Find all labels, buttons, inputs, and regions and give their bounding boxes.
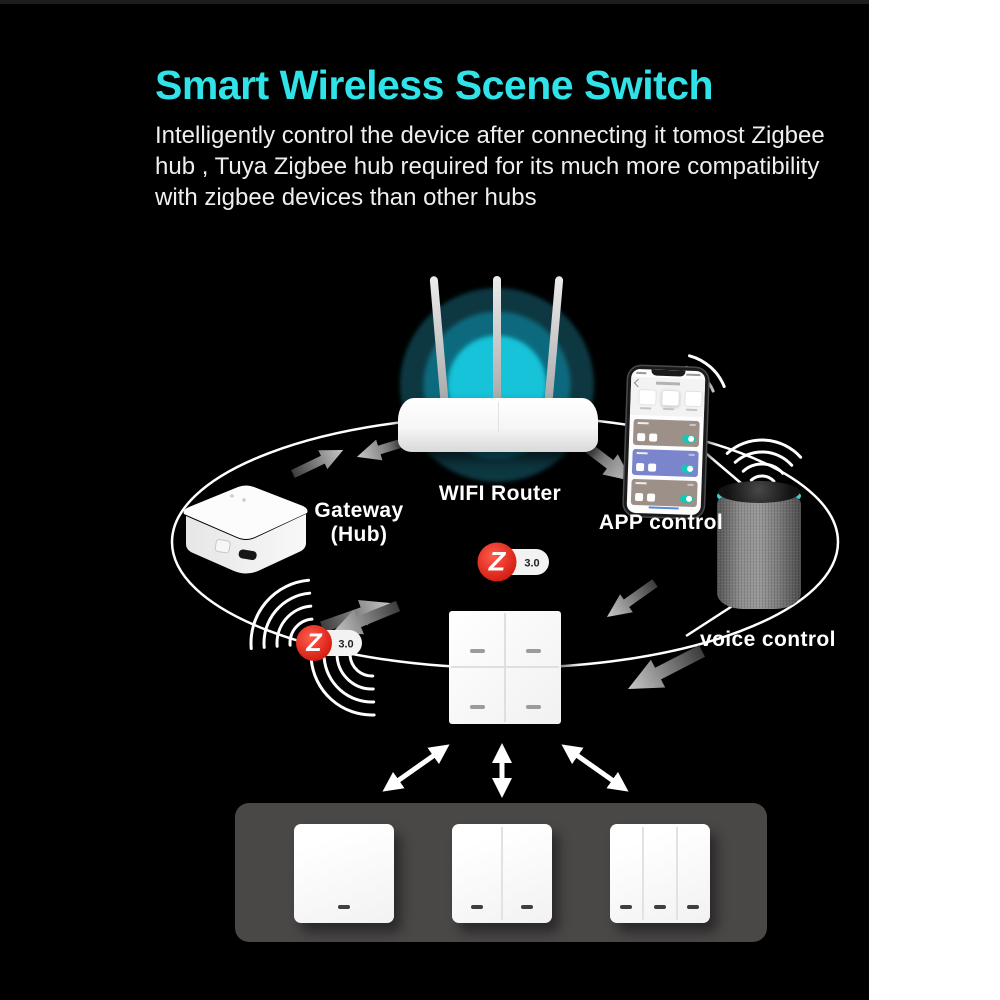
scene-card [631, 448, 699, 478]
zigbee-version-text: 3.0 [524, 558, 539, 570]
switch-button-indicator [654, 905, 666, 909]
app-control-label: APP control [598, 511, 724, 534]
gateway-reset-button [214, 539, 231, 554]
switch-button-indicator [521, 905, 533, 909]
wall-switch-3gang [610, 824, 710, 923]
switch-divider [642, 827, 644, 920]
gateway-hub-device [183, 485, 308, 574]
phone-statusbar-time [636, 371, 647, 375]
switch-divider [501, 827, 503, 920]
voice-speaker-device [716, 477, 802, 611]
wall-switch-panel [235, 803, 767, 942]
zigbee-badge-center: 3.0 Z [477, 542, 549, 582]
device-icon-caption [640, 407, 652, 410]
switch-divider [676, 827, 678, 920]
gateway-label-line1: Gateway [314, 499, 404, 522]
gateway-label: Gateway (Hub) [299, 499, 419, 547]
wifi-router-device [398, 270, 598, 456]
toggle-switch [679, 494, 694, 503]
description-line: with zigbee devices than other hubs [155, 184, 537, 211]
switch-button-indicator [526, 705, 541, 709]
phone-scene-cards [627, 418, 704, 512]
scene-card [632, 418, 700, 448]
switch-button-indicator [338, 905, 350, 909]
device-icon-tile [684, 390, 703, 408]
description-line: hub , Tuya Zigbee hub required for its m… [155, 153, 820, 180]
phone-app-header [629, 376, 706, 418]
toggle-switch [680, 464, 695, 473]
white-side-margin [869, 0, 1000, 1000]
phone-screen [626, 368, 706, 516]
zigbee-badge-gateway: 3.0 Z [296, 625, 362, 661]
phone-notch [651, 369, 686, 377]
zigbee-z-icon: Z [305, 629, 323, 657]
wall-switch-2gang [452, 824, 552, 923]
device-icon-tile [638, 389, 657, 406]
toggle-switch [681, 434, 696, 444]
speaker-top-cap [718, 481, 800, 503]
speaker-label-link [685, 601, 738, 638]
page-title: Smart Wireless Scene Switch [155, 62, 714, 108]
switch-divider [451, 666, 559, 668]
top-edge-strip [0, 0, 869, 4]
device-icon-caption [663, 407, 675, 411]
zigbee-version-text: 3.0 [338, 639, 353, 651]
gateway-usb-port [238, 549, 257, 561]
device-icon-caption [686, 408, 698, 412]
back-chevron-icon [633, 378, 643, 388]
gateway-label-line2: (Hub) [330, 523, 388, 546]
router-label: WIFI Router [438, 482, 562, 505]
page-description: Intelligently control the device after c… [155, 120, 825, 213]
description-line: Intelligently control the device after c… [155, 122, 825, 149]
smartphone-device [623, 365, 709, 519]
phone-statusbar-icons [686, 373, 701, 377]
router-body [398, 398, 598, 452]
gateway-led-dot [242, 498, 246, 502]
switch-button-indicator [526, 649, 541, 653]
phone-app-title-bar [655, 381, 681, 386]
speaker-body [717, 496, 801, 609]
switch-button-indicator [470, 649, 485, 653]
zigbee-z-icon: Z [488, 547, 507, 577]
switch-button-indicator [687, 905, 699, 909]
switch-button-indicator [470, 705, 485, 709]
gateway-led-dot [230, 494, 234, 498]
voice-control-label: voice control [700, 628, 836, 651]
switch-to-panel-arrows [382, 743, 629, 798]
switch-button-indicator [471, 905, 483, 909]
wall-switch-1gang [294, 824, 394, 923]
device-icon-tile-selected [661, 389, 680, 407]
scene-card [630, 478, 698, 508]
scene-switch-device [449, 611, 561, 724]
switch-divider [504, 613, 506, 722]
phone-speaker-link [701, 449, 743, 485]
switch-button-indicator [620, 905, 632, 909]
router-antenna [493, 276, 501, 424]
